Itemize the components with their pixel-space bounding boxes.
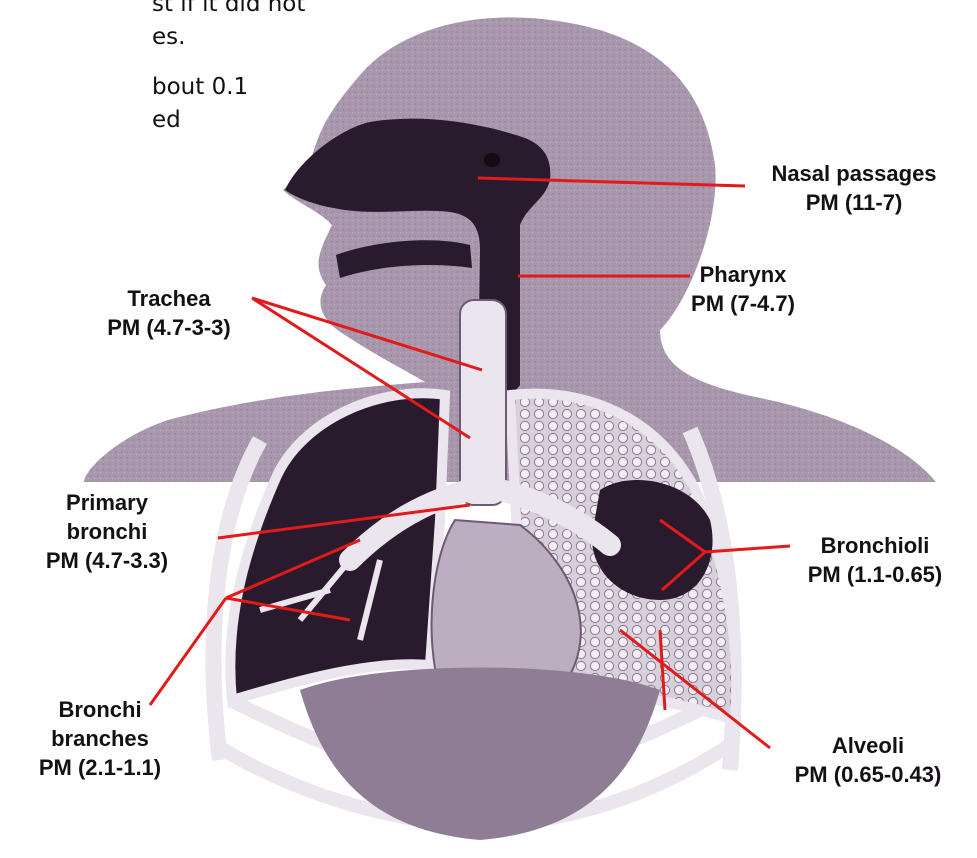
label-trachea: Trachea PM (4.7-3-3) <box>64 284 274 342</box>
label-line: Alveoli <box>762 731 974 760</box>
label-line: PM (0.65-0.43) <box>762 760 974 789</box>
label-line: Pharynx <box>668 260 818 289</box>
label-line: PM (4.7-3-3) <box>64 313 274 342</box>
label-line: Bronchioli <box>780 531 970 560</box>
diaphragm <box>300 668 660 841</box>
label-line: PM (11-7) <box>738 188 970 217</box>
label-line: PM (7-4.7) <box>668 289 818 318</box>
label-bronchi-branches: Bronchi branches PM (2.1-1.1) <box>5 695 195 782</box>
label-line: Trachea <box>64 284 274 313</box>
label-line: PM (2.1-1.1) <box>5 753 195 782</box>
label-line: PM (4.7-3.3) <box>2 546 212 575</box>
label-nasal-passages: Nasal passages PM (11-7) <box>738 159 970 217</box>
label-alveoli: Alveoli PM (0.65-0.43) <box>762 731 974 789</box>
label-line: bronchi <box>2 517 212 546</box>
label-line: Bronchi <box>5 695 195 724</box>
label-line: PM (1.1-0.65) <box>780 560 970 589</box>
label-line: branches <box>5 724 195 753</box>
label-bronchioli: Bronchioli PM (1.1-0.65) <box>780 531 970 589</box>
label-pharynx: Pharynx PM (7-4.7) <box>668 260 818 318</box>
label-line: Primary <box>2 488 212 517</box>
label-primary-bronchi: Primary bronchi PM (4.7-3.3) <box>2 488 212 575</box>
label-line: Nasal passages <box>738 159 970 188</box>
